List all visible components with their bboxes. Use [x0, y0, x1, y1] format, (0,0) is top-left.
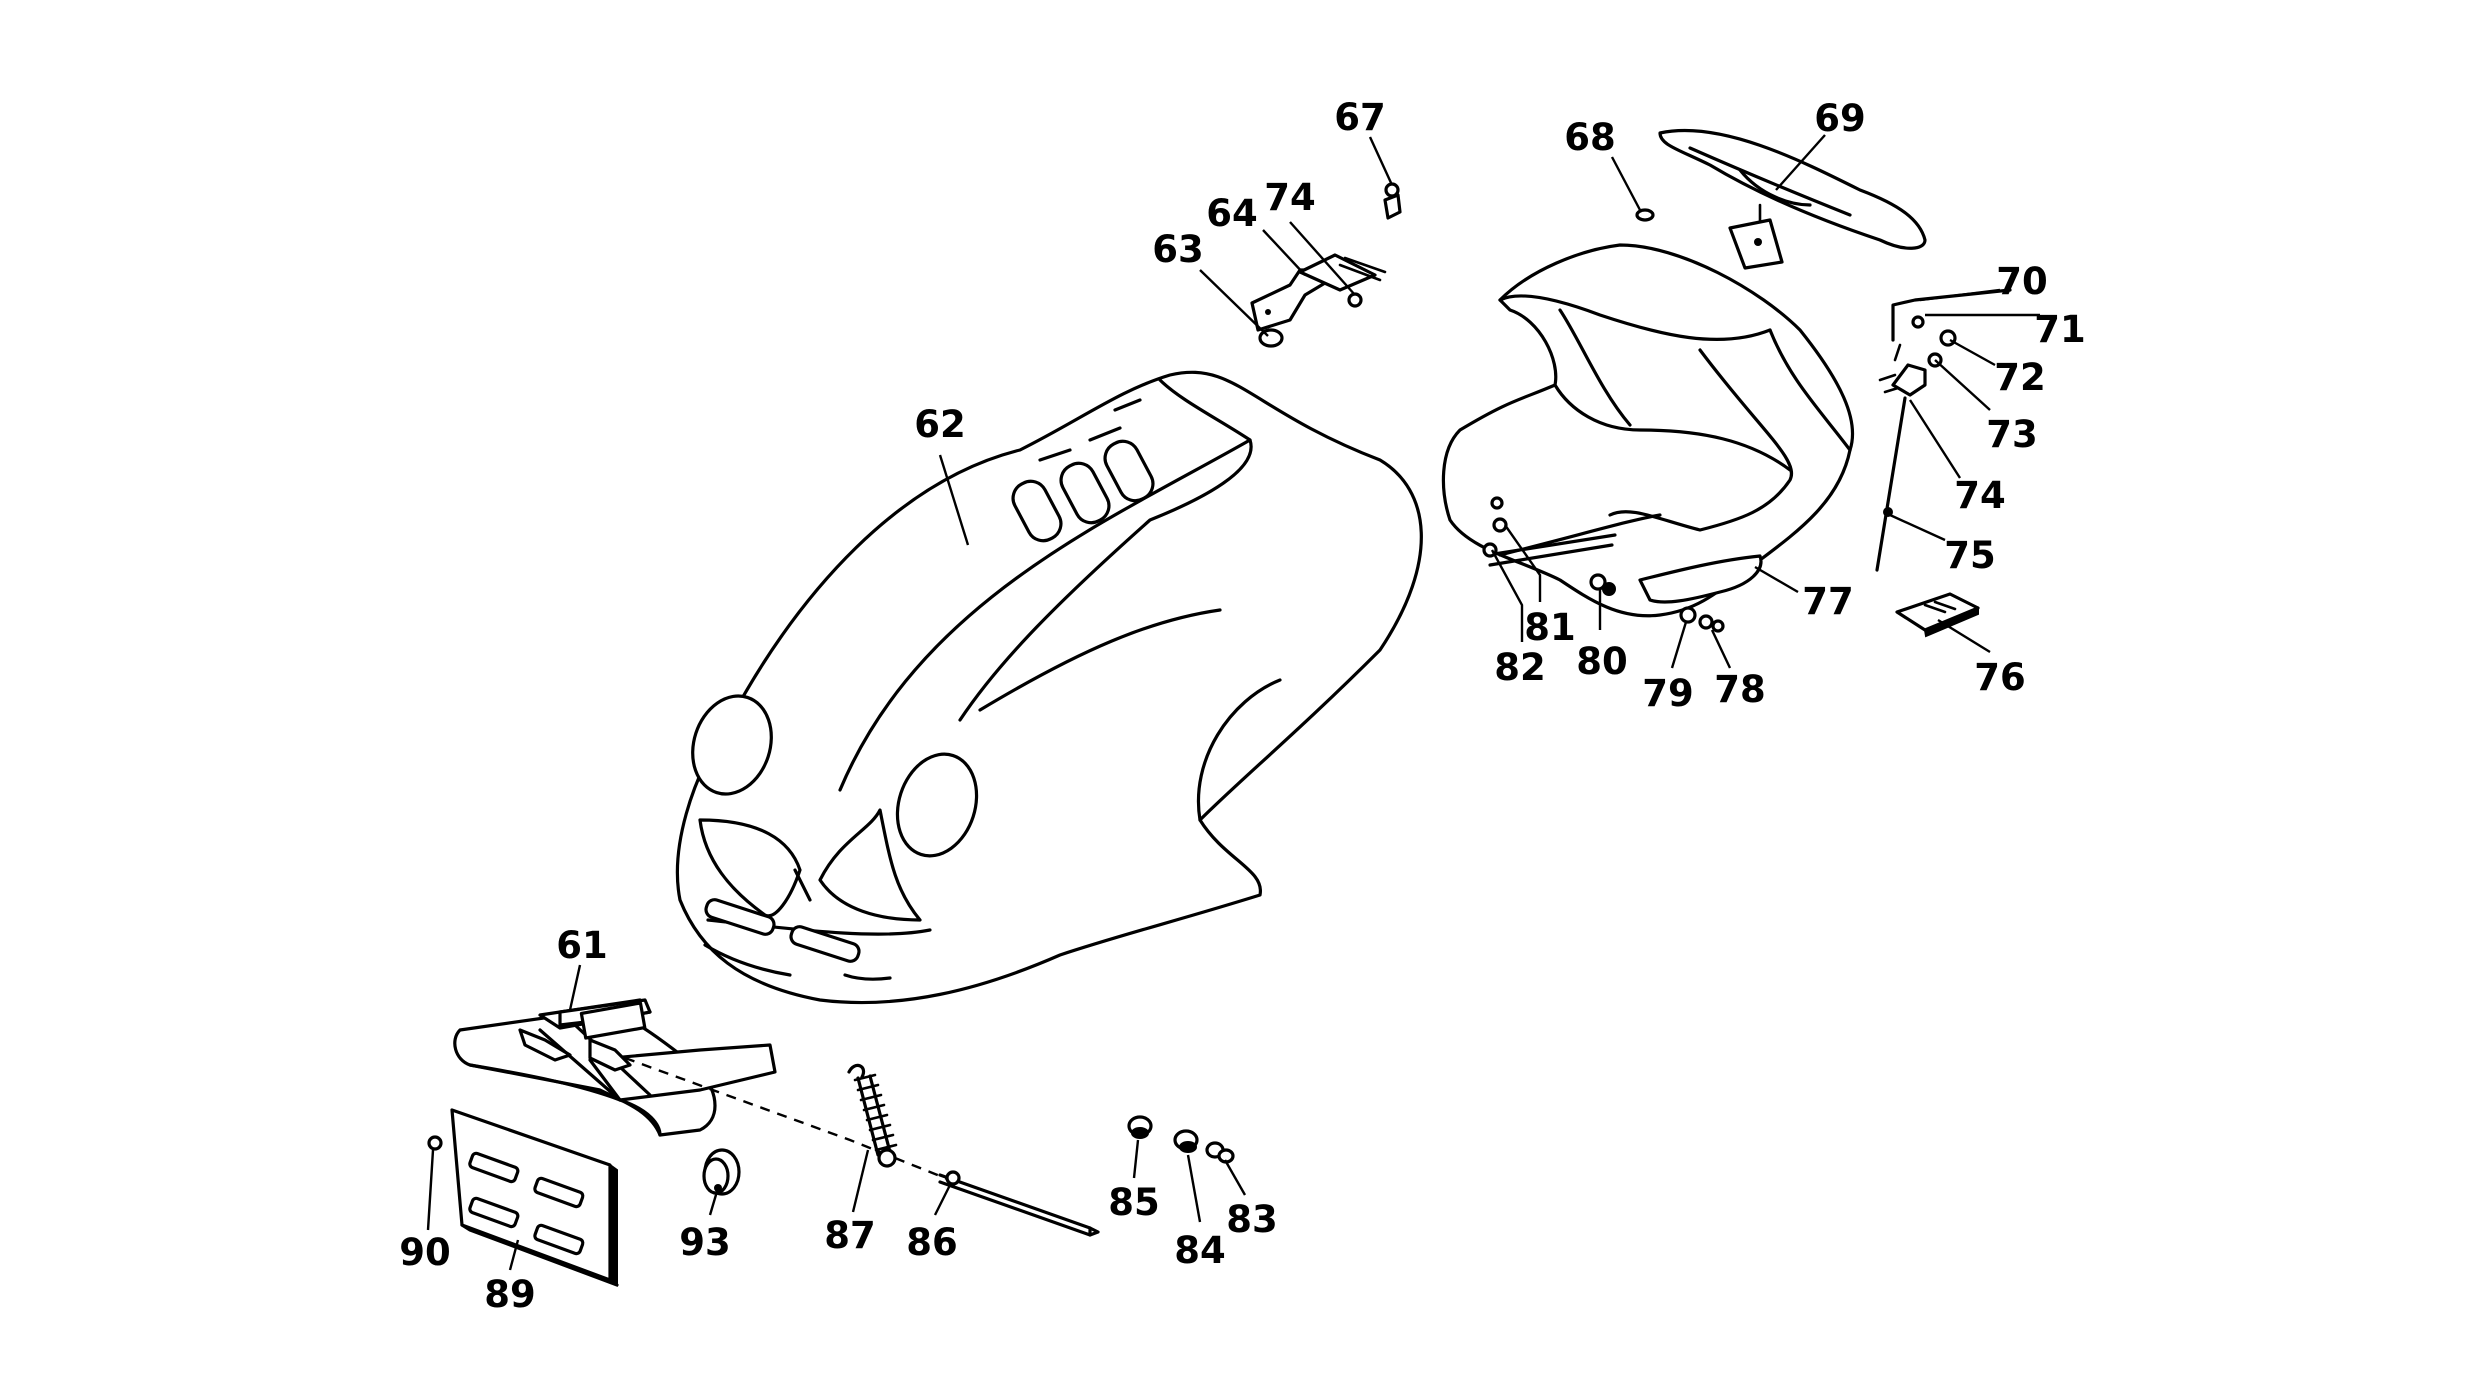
label-73: 73	[1986, 413, 2038, 456]
cap-part-93	[702, 1148, 741, 1196]
link-rod-part-81	[1482, 496, 1617, 567]
label-84: 84	[1174, 1229, 1226, 1272]
nut-part-80	[1589, 573, 1616, 596]
label-85: 85	[1108, 1181, 1160, 1224]
plate-part-89	[450, 1108, 619, 1287]
label-81: 81	[1524, 606, 1576, 649]
label-83: 83	[1226, 1198, 1278, 1241]
label-82: 82	[1494, 646, 1546, 689]
nut-part-84	[1173, 1129, 1199, 1153]
label-78: 78	[1714, 668, 1766, 711]
label-61: 61	[556, 924, 608, 967]
label-80: 80	[1576, 640, 1628, 683]
steering-wheel-part-69	[1658, 128, 1927, 270]
label-75: 75	[1944, 534, 1996, 577]
nut-part-85	[1127, 1115, 1153, 1139]
spring-part-87	[847, 1063, 898, 1168]
label-74-top: 74	[1264, 176, 1316, 219]
bolt-part-83	[1205, 1141, 1235, 1164]
label-68: 68	[1564, 116, 1616, 159]
label-63: 63	[1152, 228, 1204, 271]
bumper-part-61	[453, 998, 777, 1137]
label-89: 89	[484, 1273, 536, 1316]
label-69: 69	[1814, 97, 1866, 140]
clip-part-68	[1635, 208, 1655, 222]
label-72: 72	[1994, 356, 2046, 399]
label-93: 93	[679, 1221, 731, 1264]
rod-part-86	[938, 1170, 1100, 1237]
label-62: 62	[914, 403, 966, 446]
screw-part-90	[427, 1135, 443, 1151]
label-86: 86	[906, 1221, 958, 1264]
label-64: 64	[1206, 192, 1258, 235]
washer-part-79	[1679, 606, 1697, 624]
label-74-right: 74	[1954, 474, 2006, 517]
bolt-part-78	[1698, 614, 1725, 633]
dash-part-77	[1441, 243, 1855, 618]
pedal-pad-part-76	[1895, 592, 1980, 638]
hood-part-62	[675, 370, 1423, 1005]
label-76: 76	[1974, 656, 2026, 699]
label-67: 67	[1334, 96, 1386, 139]
bracket-part-64	[1250, 253, 1387, 348]
label-79: 79	[1642, 672, 1694, 715]
label-77: 77	[1802, 580, 1854, 623]
label-70: 70	[1996, 260, 2048, 303]
label-87: 87	[824, 1214, 876, 1257]
label-90: 90	[399, 1231, 451, 1274]
label-71: 71	[2034, 308, 2086, 351]
bolt-part-67	[1383, 182, 1402, 220]
